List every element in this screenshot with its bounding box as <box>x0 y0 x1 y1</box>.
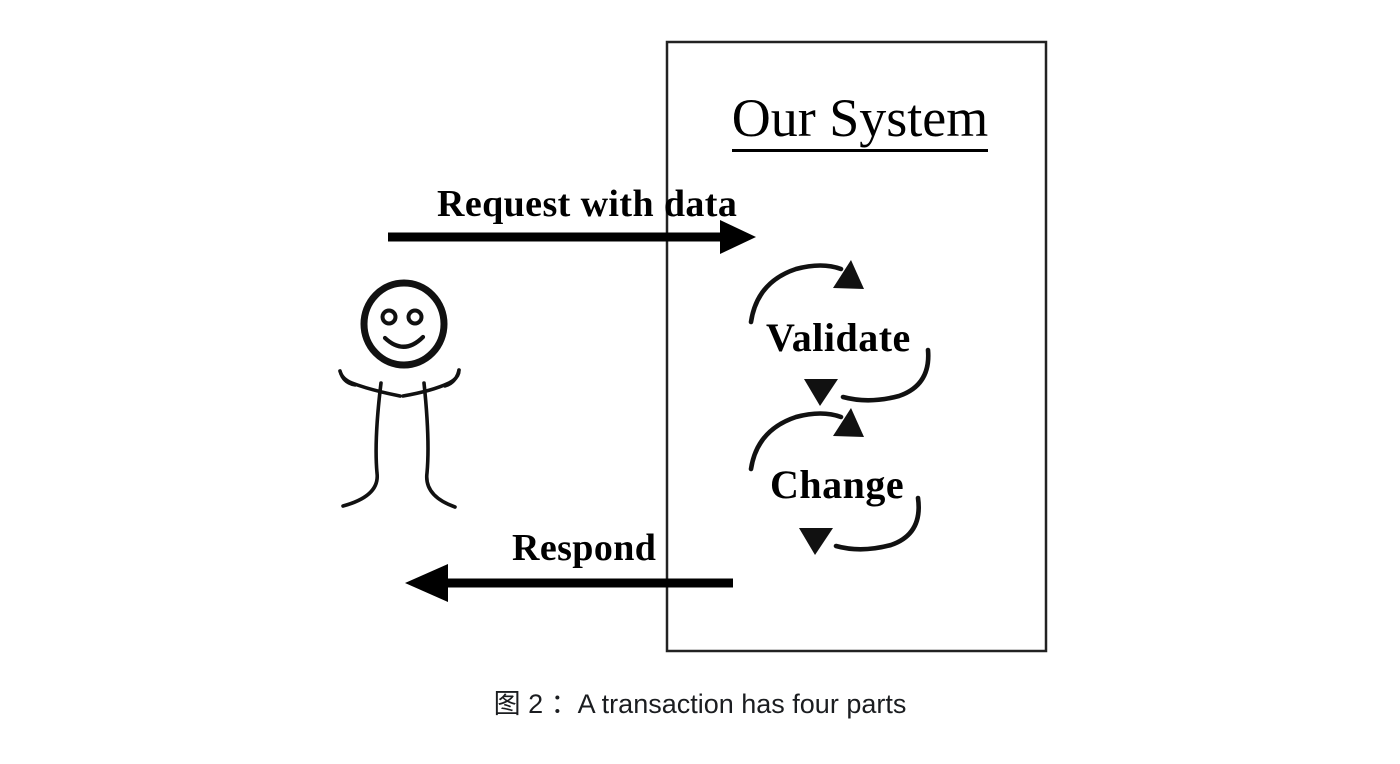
request-flow-label: Request with data <box>437 183 738 225</box>
validate-loop-arrowhead-bottom <box>804 379 838 406</box>
stick-figure-hand-left <box>338 369 357 387</box>
respond-arrow-head <box>405 564 448 602</box>
change-loop-arc-top <box>748 411 844 472</box>
figure-caption: 图 2 ：A transaction has four parts <box>493 689 907 719</box>
request-arrow <box>388 220 756 254</box>
stick-figure-leg-right <box>422 381 457 509</box>
stick-figure-actor <box>338 279 461 509</box>
change-loop-arc-bottom <box>833 495 921 552</box>
validate-loop-arrowhead-top <box>833 260 864 289</box>
system-box-title-text: Our System <box>731 90 989 152</box>
respond-flow-label: Respond <box>512 527 657 569</box>
change-loop-arrowhead-bottom <box>799 528 833 555</box>
validate-loop-arc-top <box>748 263 844 325</box>
change-loop-arrows <box>748 408 921 555</box>
validate-step-label: Validate <box>766 315 911 360</box>
request-arrow-head <box>720 220 756 254</box>
change-step-label: Change <box>770 462 905 507</box>
system-box-title: Our System <box>700 90 1020 152</box>
stick-figure-leg-left <box>341 381 383 508</box>
validate-loop-arc-bottom <box>840 347 931 403</box>
stick-figure-head <box>360 279 448 369</box>
change-loop-arrowhead-top <box>833 408 864 437</box>
stick-figure-eye-left <box>380 308 398 326</box>
stick-figure-hand-right <box>443 368 461 388</box>
respond-arrow <box>405 564 733 602</box>
stick-figure-smile <box>382 334 426 349</box>
stick-figure-eye-right <box>406 308 424 326</box>
validate-loop-arrows <box>748 260 931 406</box>
